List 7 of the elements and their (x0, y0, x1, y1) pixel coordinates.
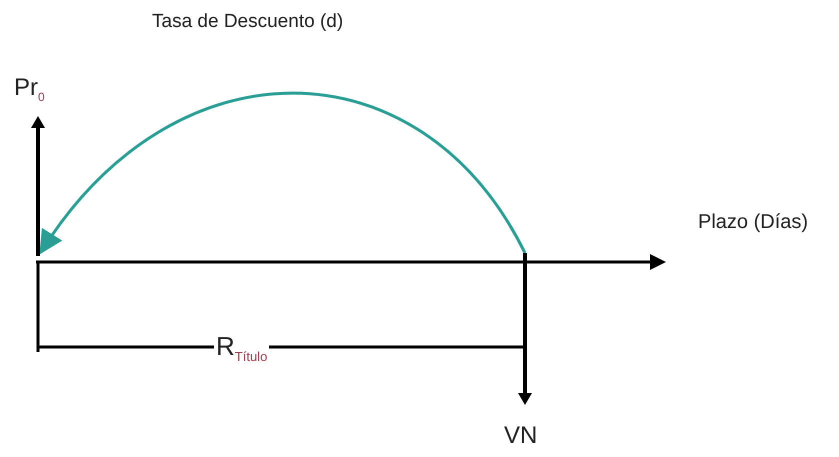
value-label: VN (504, 424, 538, 448)
curved-arrow (39, 92, 526, 254)
cash-flow-arrow (31, 116, 45, 256)
value-label: Pr$_{0}$ (14, 76, 45, 103)
rate-label: Tasa de Descuento (d) (151, 12, 344, 31)
cash-flow-arrow (518, 253, 532, 405)
axis-label: Plazo (Días) (697, 212, 810, 232)
